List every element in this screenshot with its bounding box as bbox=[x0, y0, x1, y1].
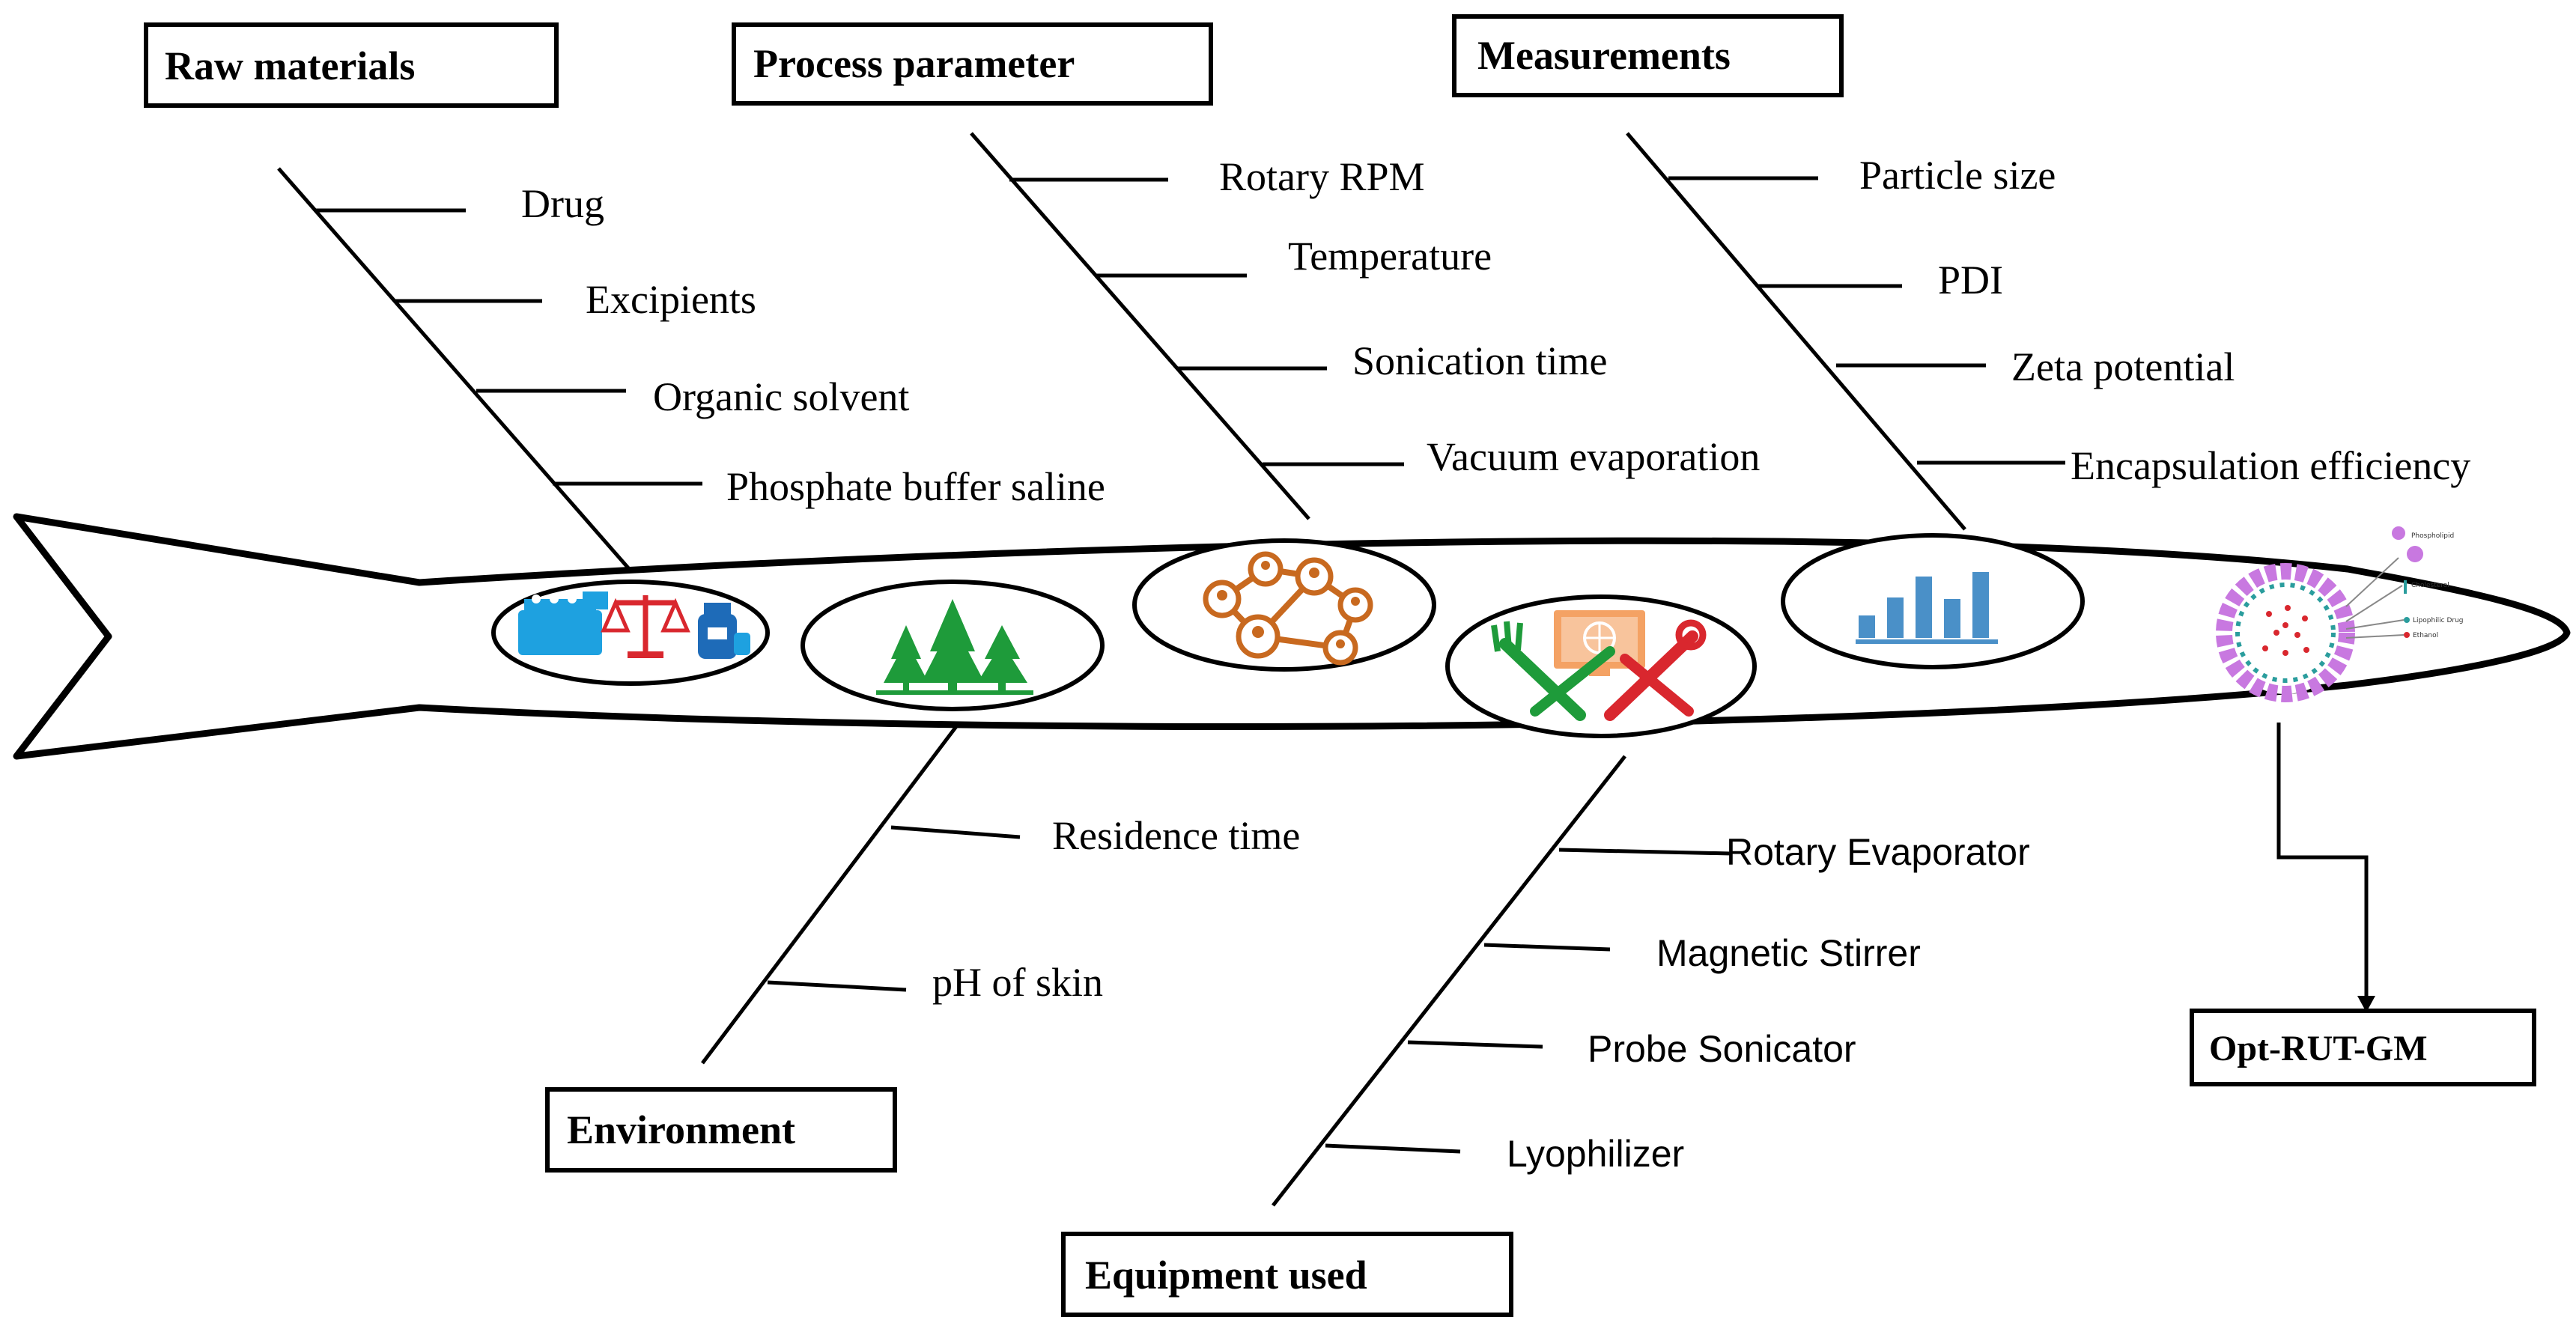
bone-measurements bbox=[1626, 132, 1966, 531]
liposome-icon: Phospholipid Cholesterol Lipophilic Drug… bbox=[2216, 526, 2464, 702]
raw-materials-icon bbox=[491, 580, 770, 686]
cause-organic-solvent: Organic solvent bbox=[653, 374, 909, 419]
outcome-box bbox=[2190, 1009, 2536, 1086]
bone-environment bbox=[701, 721, 961, 1065]
raw-materials-label: Raw materials bbox=[165, 43, 415, 88]
trees-icon bbox=[801, 580, 1105, 711]
equipment-used-label: Equipment used bbox=[1085, 1253, 1367, 1298]
bone-process-parameter bbox=[970, 132, 1310, 520]
liposome-legend-ethanol: Ethanol bbox=[2413, 632, 2438, 639]
cause-particle-size: Particle size bbox=[1859, 153, 2056, 198]
cause-drug: Drug bbox=[521, 181, 604, 226]
cause-encapsulation-efficiency: Encapsulation efficiency bbox=[2071, 443, 2470, 488]
cause-pdi: PDI bbox=[1938, 258, 2003, 302]
cause-excipients: Excipients bbox=[586, 277, 756, 322]
cause-residence-time: Residence time bbox=[1052, 813, 1300, 858]
liposome-legend-cholesterol: Cholesterol bbox=[2411, 582, 2449, 589]
measurements-label: Measurements bbox=[1477, 33, 1731, 78]
cause-sonication-time: Sonication time bbox=[1352, 338, 1607, 383]
process-parameter-box bbox=[732, 22, 1213, 106]
measurements-box bbox=[1452, 14, 1844, 97]
liposome-legend-phospholipid: Phospholipid bbox=[2411, 532, 2454, 540]
outcome-arrow bbox=[2276, 723, 2369, 1007]
cause-lyophilizer: Lyophilizer bbox=[1507, 1133, 1684, 1175]
bone-raw-materials bbox=[277, 167, 632, 572]
twig bbox=[1325, 1143, 1461, 1154]
tools-icon bbox=[1445, 594, 1757, 738]
environment-box bbox=[545, 1087, 897, 1173]
outcome-label: Opt-RUT-GM bbox=[2209, 1029, 2428, 1068]
cause-phosphate-buffer-saline: Phosphate buffer saline bbox=[726, 464, 1105, 509]
bone-equipment-used bbox=[1272, 755, 1626, 1207]
cause-magnetic-stirrer: Magnetic Stirrer bbox=[1656, 932, 1921, 974]
raw-materials-box bbox=[144, 22, 559, 108]
cause-rotary-evaporator: Rotary Evaporator bbox=[1726, 831, 2030, 873]
liposome-legend-lipophilic-drug: Lipophilic Drug bbox=[2413, 617, 2464, 624]
equipment-used-box bbox=[1061, 1232, 1513, 1317]
cause-vacuum-evaporation: Vacuum evaporation bbox=[1427, 434, 1760, 479]
twig bbox=[767, 980, 907, 992]
twig bbox=[890, 825, 1021, 839]
cause-rotary-rpm: Rotary RPM bbox=[1219, 154, 1425, 199]
cause-probe-sonicator: Probe Sonicator bbox=[1588, 1028, 1856, 1070]
bar-chart-icon bbox=[1781, 533, 2085, 669]
environment-label: Environment bbox=[567, 1107, 795, 1152]
cause-zeta-potential: Zeta potential bbox=[2011, 344, 2235, 389]
process-parameter-label: Process parameter bbox=[753, 41, 1075, 86]
twig bbox=[1407, 1040, 1543, 1049]
cause-temperature: Temperature bbox=[1288, 234, 1492, 279]
network-icon bbox=[1132, 538, 1436, 672]
twig bbox=[1483, 943, 1611, 952]
twig bbox=[1558, 848, 1732, 856]
cause-ph-of-skin: pH of skin bbox=[932, 960, 1103, 1005]
